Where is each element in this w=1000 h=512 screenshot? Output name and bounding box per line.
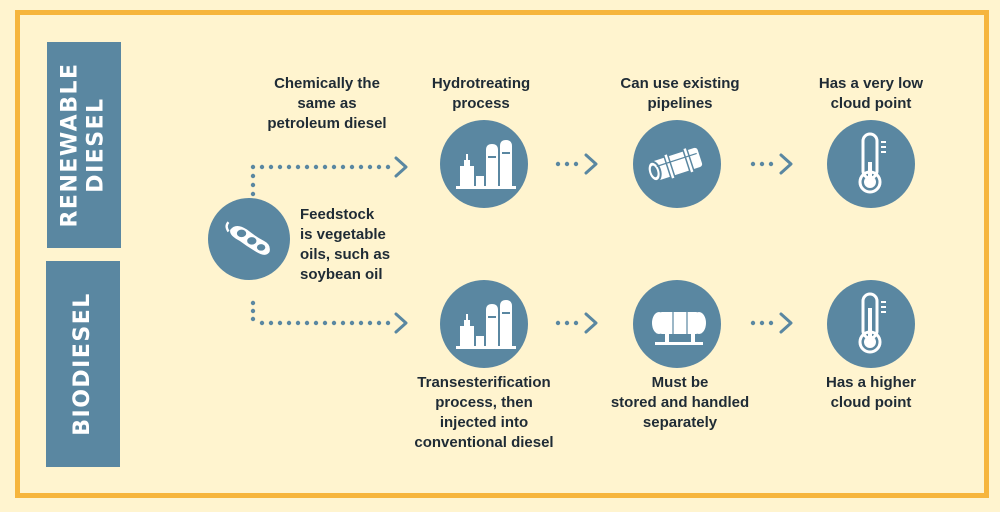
high-cloud-point-circle [827, 280, 915, 368]
biodiesel-step3-label: Must be stored and handled separately [610, 374, 750, 431]
biodiesel-arrow-2 [555, 320, 579, 326]
arrowhead [779, 153, 793, 175]
renewable-arrow-1 [259, 164, 391, 170]
infographic-frame [15, 10, 989, 498]
arrowhead [584, 312, 598, 334]
renewable-step2-label: Hydrotreating process [431, 75, 531, 112]
pipeline-icon [646, 146, 703, 183]
hydrotreating-circle [440, 120, 528, 208]
refinery-icon [456, 140, 516, 189]
biodiesel-arrow-3 [750, 320, 774, 326]
thermometer-icon [858, 292, 886, 354]
pipeline-circle [633, 120, 721, 208]
biodiesel-step4-label: Has a higher cloud point [825, 374, 917, 411]
arrowhead [779, 312, 793, 334]
biodiesel-tab: BIODIESEL [46, 261, 120, 467]
renewable-diesel-tab: RENEWABLE DIESEL [47, 42, 121, 248]
refinery-icon [456, 300, 516, 349]
renewable-step1-label: Chemically the same as petroleum diesel [267, 75, 387, 132]
biodiesel-step2-label: Transesterification process, then inject… [414, 374, 554, 451]
soybean-icon [225, 221, 270, 255]
storage-tank-icon [652, 312, 706, 345]
feedstock-label: Feedstock is vegetable oils, such as soy… [300, 206, 391, 283]
biodiesel-arrow-1 [259, 320, 391, 326]
arrowhead [394, 156, 408, 178]
renewable-step4-label: Has a very low cloud point [818, 75, 924, 112]
renewable-arrow-3 [750, 161, 774, 167]
storage-circle [633, 280, 721, 368]
feedstock-connector [250, 164, 256, 322]
thermometer-icon [858, 132, 886, 194]
renewable-arrow-2 [555, 161, 579, 167]
transesterification-circle [440, 280, 528, 368]
low-cloud-point-circle [827, 120, 915, 208]
feedstock-circle [208, 198, 290, 280]
renewable-step3-label: Can use existing pipelines [620, 75, 740, 112]
arrowhead [394, 312, 408, 334]
arrowhead [584, 153, 598, 175]
